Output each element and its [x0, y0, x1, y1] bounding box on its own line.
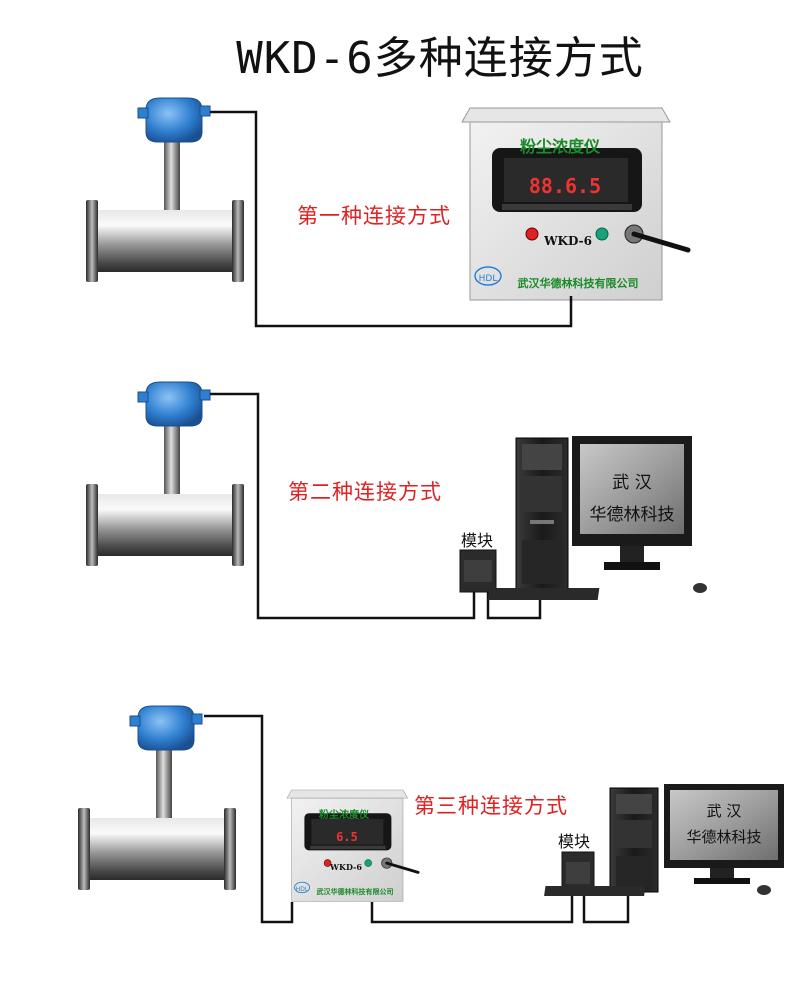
method-3-cable-instrument-module — [370, 892, 574, 924]
method-3-logo: HDL — [296, 886, 309, 893]
method-2-cable-module-pc — [486, 590, 542, 620]
method-3-screen-line2: 华德林科技 — [686, 828, 761, 846]
method-3-screen-line1: 武 汉 — [707, 802, 742, 820]
page-title: WKD-6多种连接方式 — [236, 33, 644, 84]
method-2-screen-line2: 华德林科技 — [590, 505, 675, 525]
method-1-display-value: 88.6.5 — [529, 174, 601, 198]
method-2-group: 武 汉 华德林科技 — [85, 381, 707, 620]
method-3-group: 粉尘浓度仪 6.5 WKD-6 HDL 武汉华德林科技有限公司 武 汉 华德林科… — [77, 705, 784, 924]
method-2-module-label: 模块 — [461, 531, 494, 550]
method-3-caption: 第三种连接方式 — [414, 794, 568, 818]
method-3-display-value: 6.5 — [336, 830, 358, 844]
method-3-pc-tower — [609, 787, 659, 893]
method-2-monitor — [572, 436, 692, 570]
method-1-instrument-name: 粉尘浓度仪 — [520, 137, 601, 156]
method-3-instrument-box — [285, 788, 420, 903]
method-1-caption: 第一种连接方式 — [297, 204, 451, 228]
method-3-pipe-sensor — [77, 705, 237, 891]
method-3-model-label: WKD-6 — [329, 862, 362, 872]
method-3-mouse — [757, 885, 771, 895]
method-3-instrument-name: 粉尘浓度仪 — [319, 808, 370, 821]
method-3-monitor — [664, 784, 784, 884]
method-1-pipe-sensor — [85, 97, 245, 283]
method-2-keyboard — [487, 588, 600, 600]
method-2-mouse — [693, 583, 707, 593]
method-2-pc-tower — [515, 437, 569, 593]
method-2-pipe-sensor — [85, 381, 245, 567]
method-1-group: 粉尘浓度仪 88.6.5 WKD-6 HDL 武汉华德林科技有限公司 — [85, 97, 688, 328]
method-1-model-label: WKD-6 — [543, 234, 592, 248]
method-3-cable-sensor-instrument — [204, 714, 294, 924]
method-1-company-name: 武汉华德林科技有限公司 — [518, 276, 639, 290]
method-2-caption: 第二种连接方式 — [288, 480, 442, 504]
method-3-keyboard — [544, 886, 646, 896]
method-1-logo: HDL — [479, 274, 498, 284]
method-2-screen-line1: 武 汉 — [612, 473, 651, 493]
method-3-module-label: 模块 — [558, 832, 591, 851]
method-3-cable-module-pc — [582, 892, 630, 924]
method-1-cable — [210, 110, 573, 328]
method-2-module — [459, 549, 497, 593]
method-3-company-name: 武汉华德林科技有限公司 — [317, 887, 394, 896]
method-2-cable-sensor-module — [210, 392, 476, 620]
